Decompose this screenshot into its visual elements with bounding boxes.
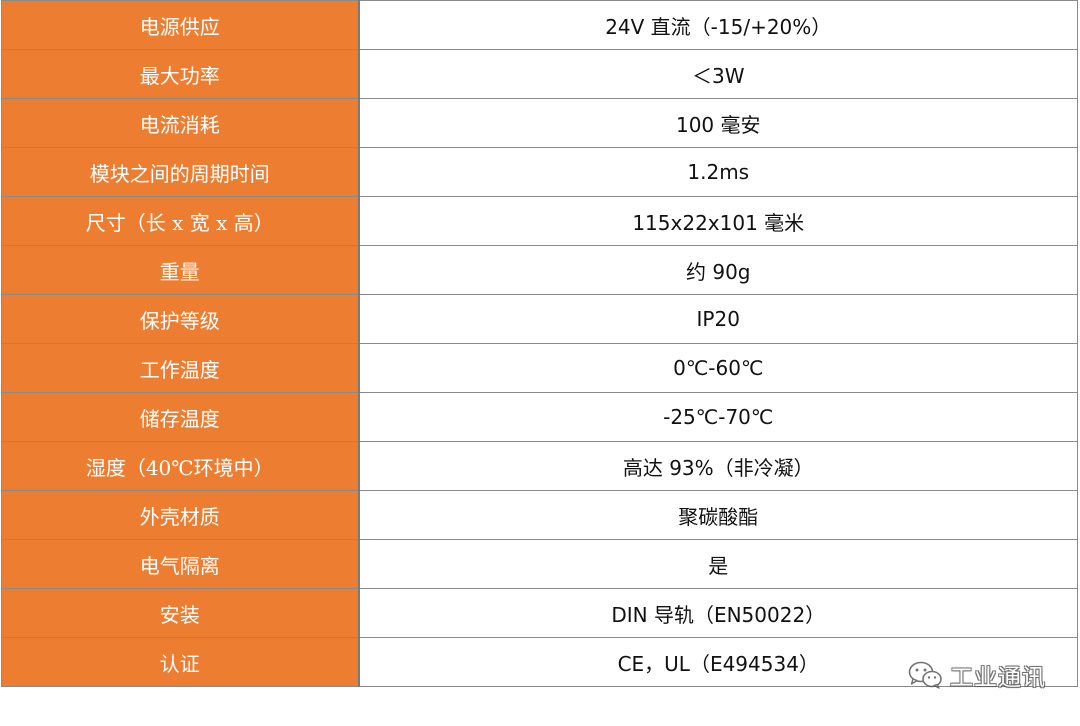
spec-key: 重量 [1,245,360,295]
table-row: 电流消耗 100 毫安 [1,98,1078,148]
spec-value: CE，UL（E494534） [358,637,1078,687]
table-row: 模块之间的周期时间 1.2ms [1,147,1078,197]
spec-value: 115x22x101 毫米 [358,196,1078,246]
table-row: 安装 DIN 导轨（EN50022） [1,588,1078,638]
table-row: 电气隔离 是 [1,539,1078,589]
spec-key: 储存温度 [1,392,360,442]
spec-value: 约 90g [358,245,1078,295]
spec-key: 电流消耗 [1,98,360,148]
spec-key: 电源供应 [1,0,360,50]
spec-value: 是 [358,539,1078,589]
watermark-text: 工业通讯 [950,665,1046,691]
spec-key: 湿度（40℃环境中） [1,441,360,491]
spec-value: 1.2ms [358,147,1078,197]
spec-value: 100 毫安 [358,98,1078,148]
spec-value: 0℃-60℃ [358,343,1078,393]
spec-key: 尺寸（长 x 宽 x 高） [1,196,360,246]
spec-value: 聚碳酸酯 [358,490,1078,540]
table-row: 工作温度 0℃-60℃ [1,343,1078,393]
table-row: 尺寸（长 x 宽 x 高） 115x22x101 毫米 [1,196,1078,246]
spec-key: 保护等级 [1,294,360,344]
spec-key: 认证 [1,637,360,687]
spec-value: IP20 [358,294,1078,344]
spec-key: 最大功率 [1,49,360,99]
spec-value: -25℃-70℃ [358,392,1078,442]
spec-key: 工作温度 [1,343,360,393]
watermark: 工业通讯 [908,658,1046,692]
spec-key: 安装 [1,588,360,638]
table-row: 外壳材质 聚碳酸酯 [1,490,1078,540]
spec-key: 外壳材质 [1,490,360,540]
table-row: 保护等级 IP20 [1,294,1078,344]
spec-value: ＜3W [358,49,1078,99]
spec-value: DIN 导轨（EN50022） [358,588,1078,638]
table-row: 最大功率 ＜3W [1,49,1078,99]
spec-value: 高达 93%（非冷凝） [358,441,1078,491]
table-row: 重量 约 90g [1,245,1078,295]
spec-table: 电源供应 24V 直流（-15/+20%） 最大功率 ＜3W 电流消耗 100 … [1,0,1078,687]
table-row: 电源供应 24V 直流（-15/+20%） [1,0,1078,50]
wechat-icon [908,661,942,689]
table-row: 储存温度 -25℃-70℃ [1,392,1078,442]
spec-value: 24V 直流（-15/+20%） [358,0,1078,50]
table-row: 认证 CE，UL（E494534） [1,637,1078,687]
spec-key: 电气隔离 [1,539,360,589]
table-row: 湿度（40℃环境中） 高达 93%（非冷凝） [1,441,1078,491]
spec-key: 模块之间的周期时间 [1,147,360,197]
